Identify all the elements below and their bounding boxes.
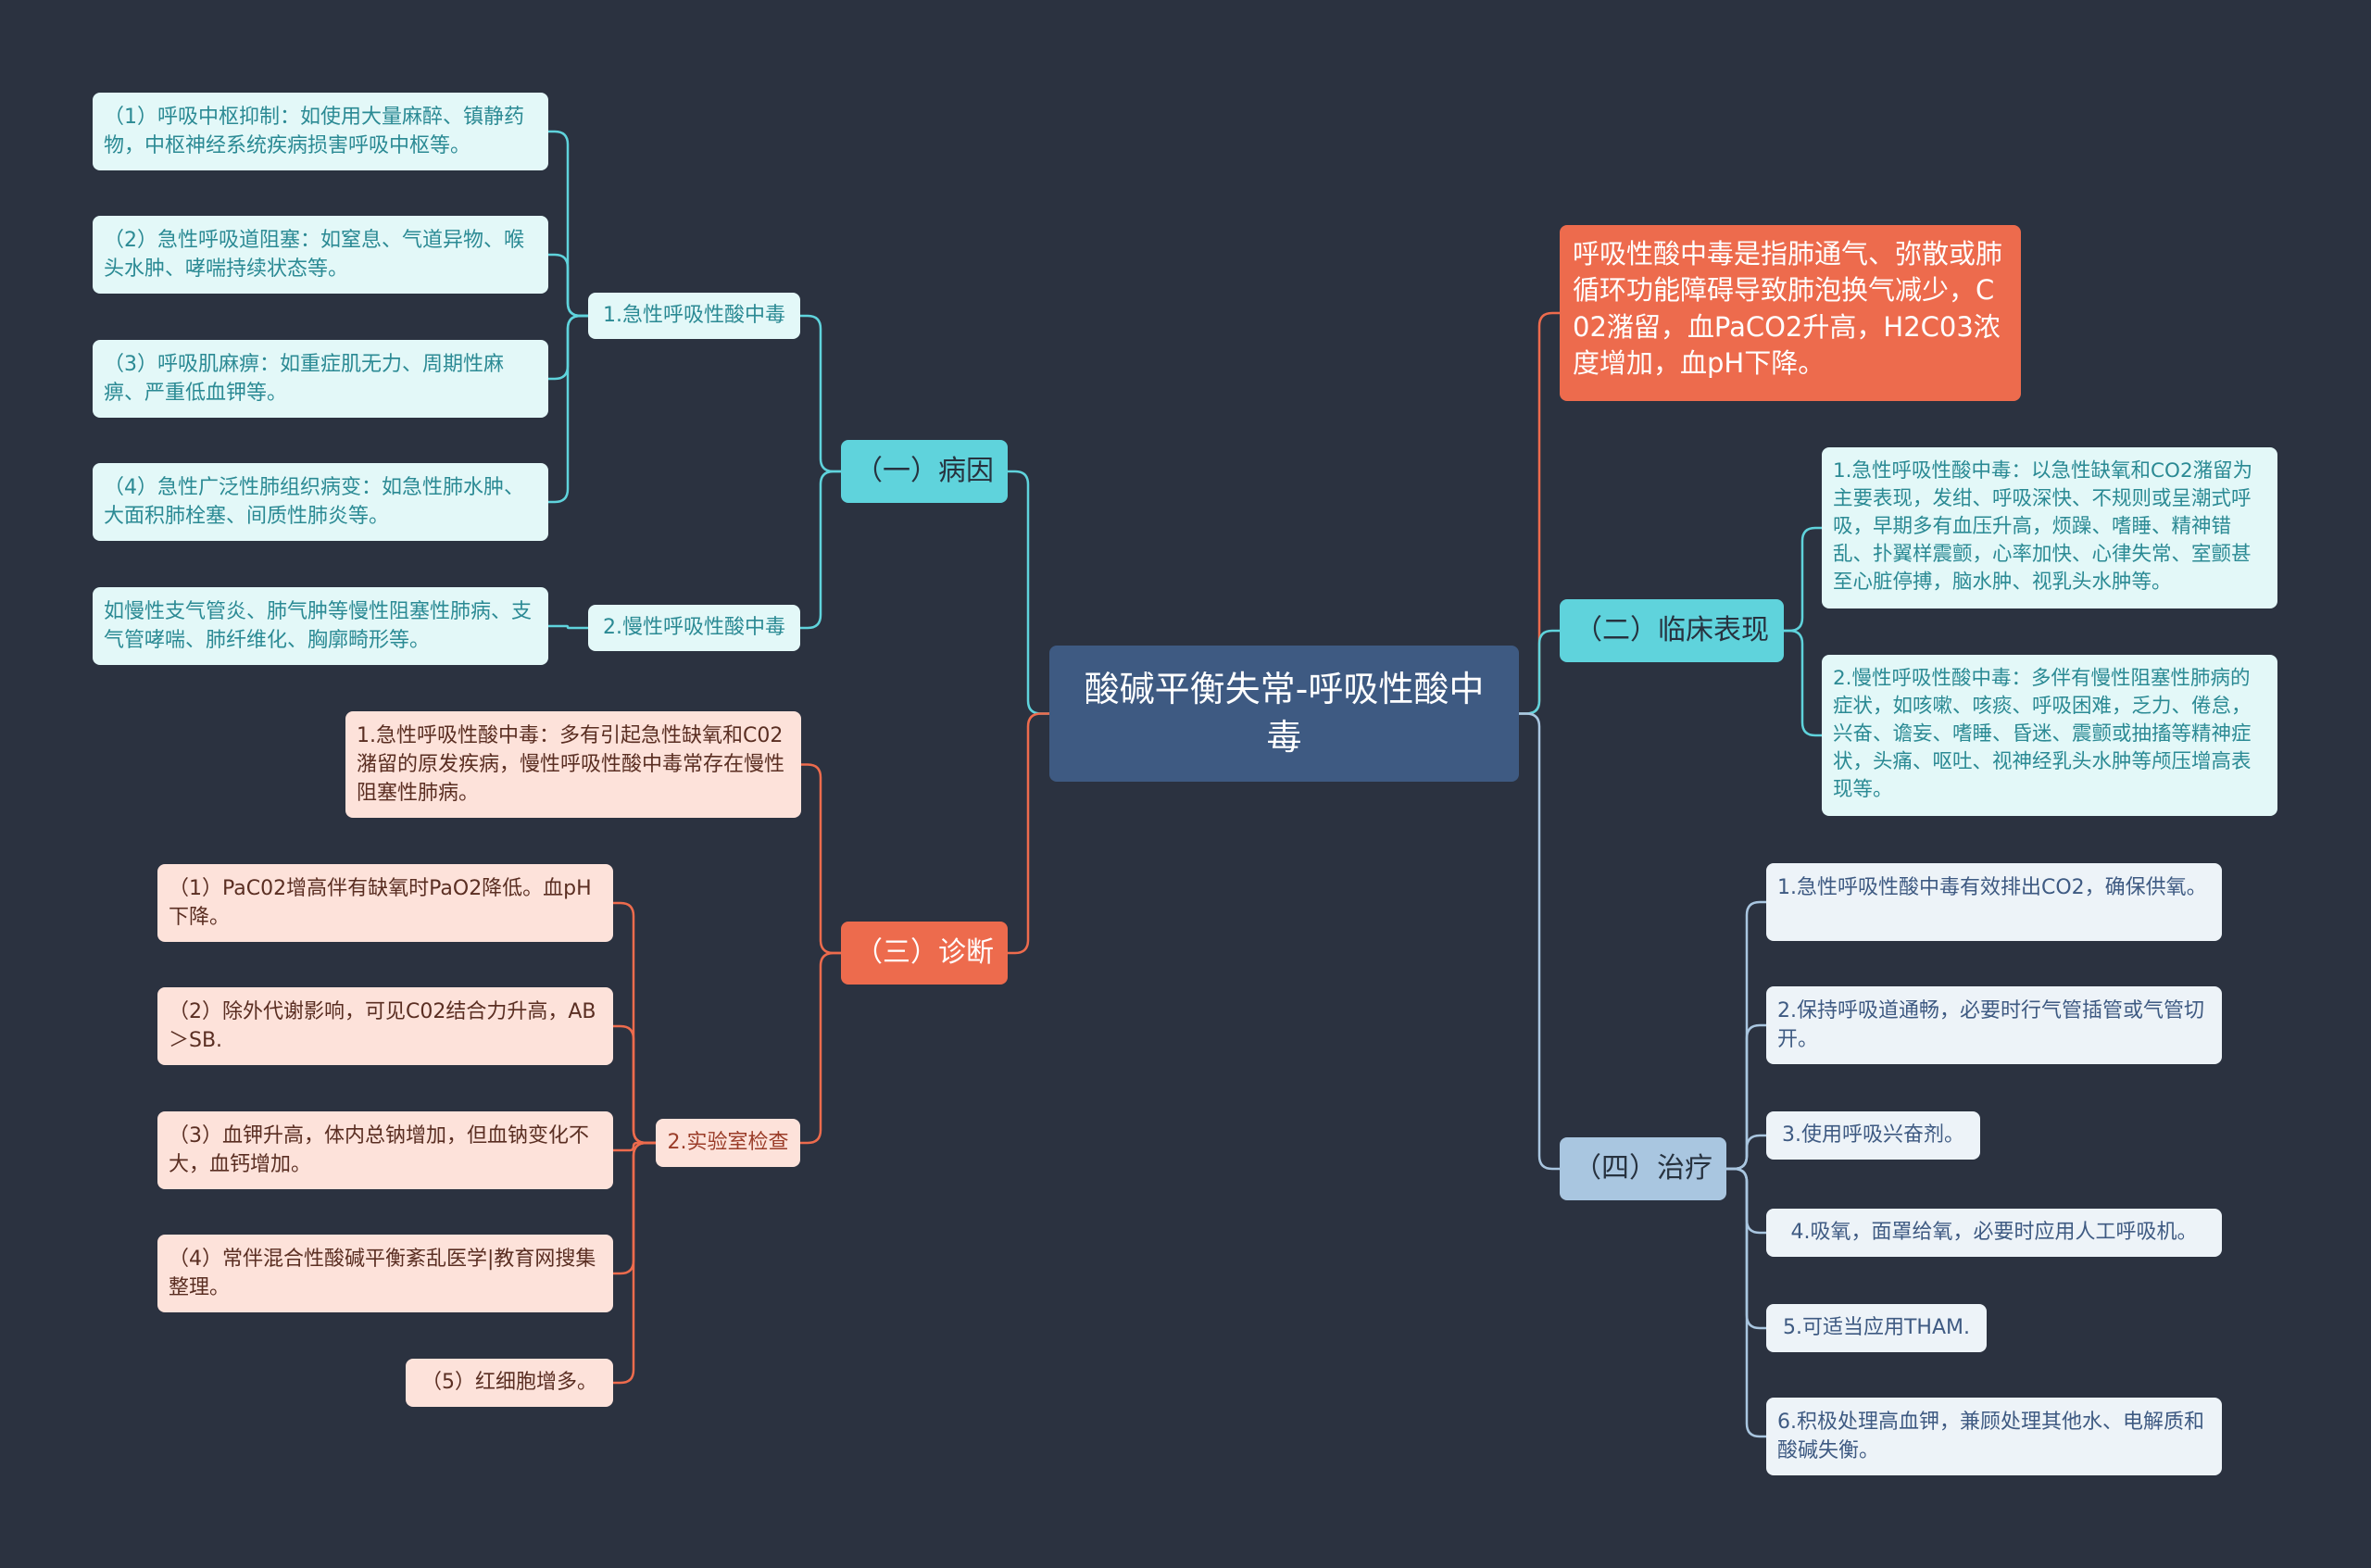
leaf-lab-5[interactable]: （5）红细胞增多。	[406, 1359, 613, 1407]
connector-line	[1008, 712, 1049, 955]
leaf-treatment-6[interactable]: 6.积极处理高血钾，兼顾处理其他水、电解质和酸碱失衡。	[1766, 1398, 2222, 1475]
sub-acute-cause[interactable]: 1.急性呼吸性酸中毒	[588, 293, 800, 339]
leaf-chronic-1[interactable]: 如慢性支气管炎、肺气肿等慢性阻塞性肺病、支气管哮喘、肺纤维化、胸廓畸形等。	[93, 587, 548, 665]
connector-line	[548, 624, 588, 630]
leaf-diagnosis-acute[interactable]: 1.急性呼吸性酸中毒：多有引起急性缺氧和C02潴留的原发疾病，慢性呼吸性酸中毒常…	[345, 711, 801, 818]
leaf-cause-3[interactable]: （3）呼吸肌麻痹：如重症肌无力、周期性麻痹、严重低血钾等。	[93, 340, 548, 418]
branch-clinical[interactable]: （二）临床表现	[1560, 599, 1784, 662]
connector-line	[800, 314, 841, 473]
leaf-lab-3[interactable]: （3）血钾升高，体内总钠增加，但血钠变化不大，血钙增加。	[157, 1111, 613, 1189]
connector-line	[613, 1141, 656, 1152]
branch-cause[interactable]: （一）病因	[841, 440, 1008, 503]
leaf-treatment-5[interactable]: 5.可适当应用THAM.	[1766, 1304, 1987, 1352]
connector-line	[800, 951, 841, 1145]
branch-diagnosis[interactable]: （三）诊断	[841, 922, 1008, 985]
connector-line	[1726, 1167, 1766, 1438]
sub-lab-test[interactable]: 2.实验室检查	[656, 1119, 800, 1167]
leaf-cause-4[interactable]: （4）急性广泛性肺组织病变：如急性肺水肿、大面积肺栓塞、间质性肺炎等。	[93, 463, 548, 541]
connector-line	[613, 1141, 656, 1385]
connector-line	[801, 763, 841, 955]
connector-line	[1784, 629, 1822, 737]
leaf-treatment-1[interactable]: 1.急性呼吸性酸中毒有效排出CO2，确保供氧。	[1766, 863, 2222, 941]
leaf-cause-2[interactable]: （2）急性呼吸道阻塞：如窒息、气道异物、喉头水肿、哮喘持续状态等。	[93, 216, 548, 294]
connector-line	[1726, 1134, 1766, 1171]
leaf-treatment-2[interactable]: 2.保持呼吸道通畅，必要时行气管插管或气管切开。	[1766, 986, 2222, 1064]
connector-line	[548, 314, 588, 504]
leaf-clinical-1[interactable]: 1.急性呼吸性酸中毒：以急性缺氧和CO2潴留为主要表现，发绀、呼吸深快、不规则或…	[1822, 447, 2277, 608]
leaf-lab-4[interactable]: （4）常伴混合性酸碱平衡紊乱医学|教育网搜集整理。	[157, 1235, 613, 1312]
leaf-cause-1[interactable]: （1）呼吸中枢抑制：如使用大量麻醉、镇静药物，中枢神经系统疾病损害呼吸中枢等。	[93, 93, 548, 170]
leaf-lab-2[interactable]: （2）除外代谢影响，可见C02结合力升高，AB＞SB.	[157, 987, 613, 1065]
leaf-clinical-2[interactable]: 2.慢性呼吸性酸中毒：多伴有慢性阻塞性肺病的症状，如咳嗽、咳痰、呼吸困难，乏力、…	[1822, 655, 2277, 816]
leaf-treatment-3[interactable]: 3.使用呼吸兴奋剂。	[1766, 1111, 1980, 1160]
connector-line	[613, 1024, 656, 1145]
definition-note[interactable]: 呼吸性酸中毒是指肺通气、弥散或肺循环功能障碍导致肺泡换气减少，C02潴留，血Pa…	[1560, 225, 2021, 401]
sub-chronic-cause[interactable]: 2.慢性呼吸性酸中毒	[588, 605, 800, 651]
connector-line	[1008, 470, 1049, 715]
central-topic[interactable]: 酸碱平衡失常-呼吸性酸中毒	[1049, 646, 1519, 782]
connector-line	[548, 253, 588, 318]
leaf-treatment-4[interactable]: 4.吸氧，面罩给氧，必要时应用人工呼吸机。	[1766, 1209, 2222, 1257]
connector-line	[1519, 712, 1560, 1171]
connector-line	[1519, 629, 1560, 715]
leaf-lab-1[interactable]: （1）PaC02增高伴有缺氧时PaO2降低。血pH下降。	[157, 864, 613, 942]
connector-line	[800, 470, 841, 630]
connector-line	[1784, 526, 1822, 633]
branch-treatment[interactable]: （四）治疗	[1560, 1137, 1726, 1200]
